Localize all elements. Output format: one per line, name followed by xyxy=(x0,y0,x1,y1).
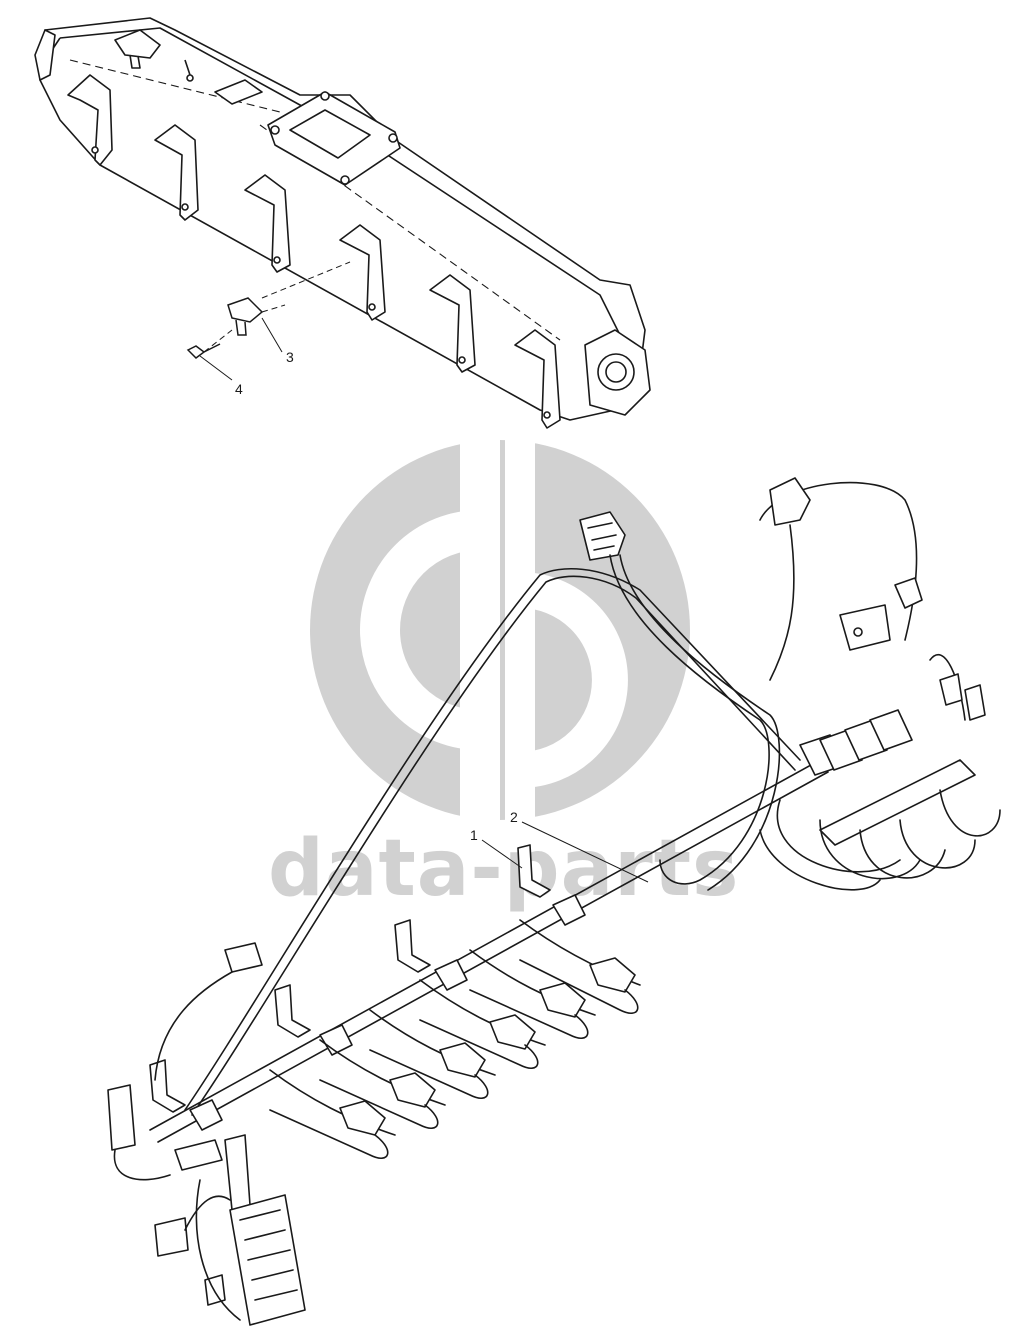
exhaust-manifold xyxy=(34,17,651,429)
callouts xyxy=(199,317,649,883)
leader-line-2 xyxy=(521,821,649,883)
callout-2: 2 xyxy=(510,809,518,825)
leader-line-4 xyxy=(199,355,233,381)
leader-line-1 xyxy=(481,839,523,869)
injector-connectors xyxy=(269,919,641,1159)
callout-3: 3 xyxy=(286,349,294,365)
bolt xyxy=(186,329,233,359)
left-connectors xyxy=(107,942,306,1326)
mounting-brackets xyxy=(149,844,586,1131)
callout-1: 1 xyxy=(470,827,478,843)
gd-logo-icon xyxy=(310,440,690,820)
right-connector-bank xyxy=(759,653,1001,891)
pressure-sensor xyxy=(227,261,351,336)
manifold-ports xyxy=(67,74,561,429)
watermark-text: data-parts xyxy=(268,824,739,914)
leader-line-3 xyxy=(261,317,283,353)
callout-4: 4 xyxy=(235,381,243,397)
wiring-harness xyxy=(107,477,1001,1326)
